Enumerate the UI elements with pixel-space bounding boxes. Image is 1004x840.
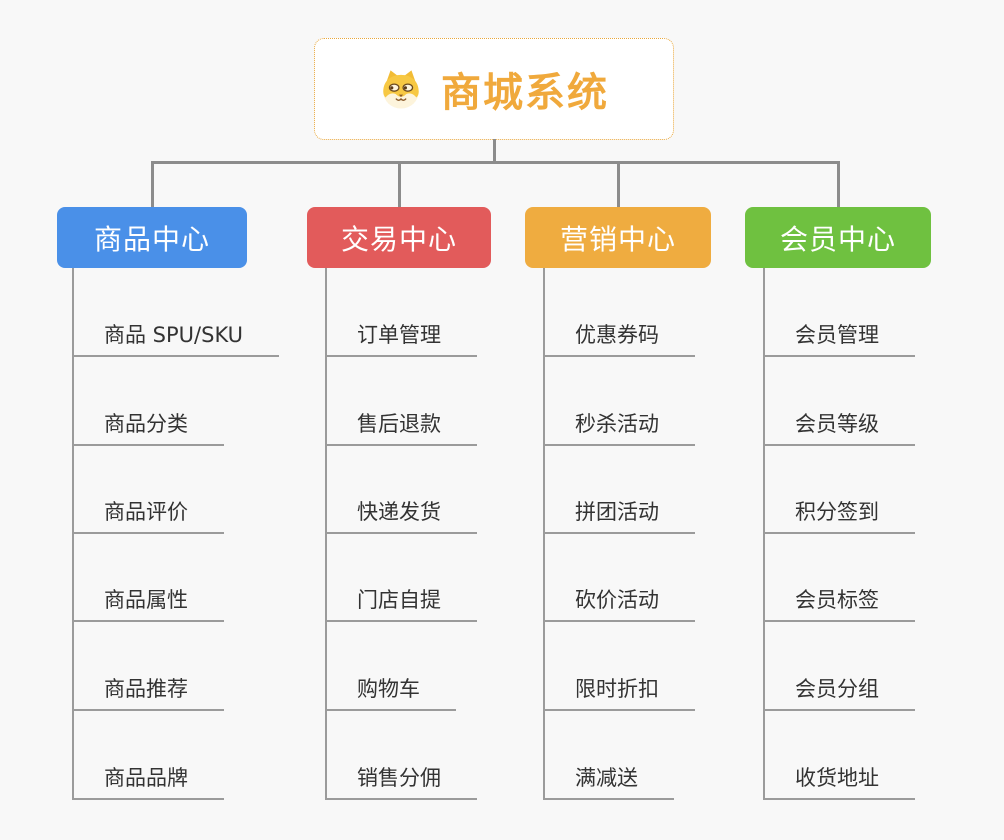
branch-node-product-center[interactable]: 商品中心 xyxy=(57,207,247,268)
child-node[interactable]: 秒杀活动 xyxy=(543,408,695,446)
spine-member-center xyxy=(763,268,765,800)
spine-marketing-center xyxy=(543,268,545,800)
child-node[interactable]: 订单管理 xyxy=(325,319,477,357)
child-node[interactable]: 门店自提 xyxy=(325,584,477,622)
child-node[interactable]: 商品评价 xyxy=(72,496,224,534)
child-node[interactable]: 商品推荐 xyxy=(72,673,224,711)
dog-face-icon xyxy=(379,69,423,109)
child-node[interactable]: 收货地址 xyxy=(763,762,915,800)
child-node[interactable]: 拼团活动 xyxy=(543,496,695,534)
child-node[interactable]: 积分签到 xyxy=(763,496,915,534)
connector-root-stem xyxy=(493,139,496,162)
child-node[interactable]: 商品品牌 xyxy=(72,762,224,800)
child-node[interactable]: 商品属性 xyxy=(72,584,224,622)
spine-product-center xyxy=(72,268,74,800)
spine-trade-center xyxy=(325,268,327,800)
child-node[interactable]: 会员标签 xyxy=(763,584,915,622)
root-title: 商城系统 xyxy=(441,70,609,116)
connector-drop-trade-center xyxy=(398,161,401,208)
child-node[interactable]: 限时折扣 xyxy=(543,673,695,711)
child-node[interactable]: 售后退款 xyxy=(325,408,477,446)
child-node[interactable]: 满减送 xyxy=(543,762,674,800)
branch-node-member-center[interactable]: 会员中心 xyxy=(745,207,931,268)
child-node[interactable]: 优惠券码 xyxy=(543,319,695,357)
connector-bus xyxy=(151,161,839,164)
connector-drop-product-center xyxy=(151,161,154,208)
child-node[interactable]: 快递发货 xyxy=(325,496,477,534)
child-node[interactable]: 会员管理 xyxy=(763,319,915,357)
child-node[interactable]: 会员分组 xyxy=(763,673,915,711)
child-node[interactable]: 会员等级 xyxy=(763,408,915,446)
child-node[interactable]: 购物车 xyxy=(325,673,456,711)
connector-drop-member-center xyxy=(837,161,840,208)
child-node[interactable]: 商品 SPU/SKU xyxy=(72,319,280,357)
root-node[interactable]: 商城系统 xyxy=(314,38,674,140)
child-node[interactable]: 商品分类 xyxy=(72,408,224,446)
child-node[interactable]: 销售分佣 xyxy=(325,762,477,800)
branch-node-trade-center[interactable]: 交易中心 xyxy=(307,207,491,268)
connector-drop-marketing-center xyxy=(617,161,620,208)
branch-node-marketing-center[interactable]: 营销中心 xyxy=(525,207,711,268)
child-node[interactable]: 砍价活动 xyxy=(543,584,695,622)
